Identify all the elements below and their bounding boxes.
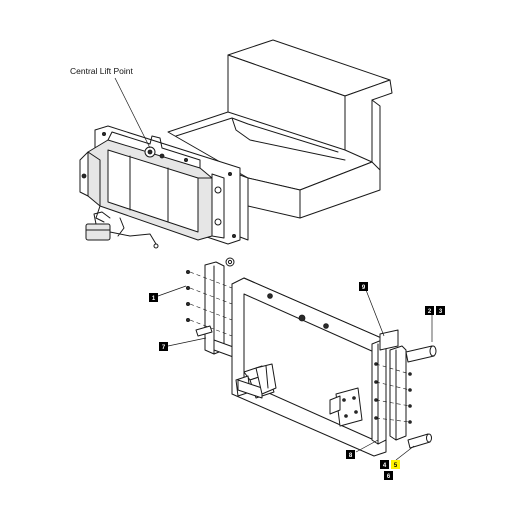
svg-text:4: 4: [383, 463, 387, 469]
svg-text:7: 7: [162, 345, 166, 351]
left-bolts: [185, 269, 233, 337]
callout-1: 1: [149, 293, 158, 302]
central-lift-point-label: Central Lift Point: [70, 66, 133, 76]
callout-8: 8: [346, 450, 355, 459]
central-lift-point-annotation: Central Lift Point: [70, 66, 151, 149]
svg-text:1: 1: [152, 296, 156, 302]
svg-text:5: 5: [394, 463, 398, 469]
callout-7: 7: [159, 342, 168, 351]
svg-text:2: 2: [428, 309, 432, 315]
callout-2: 2: [425, 306, 434, 315]
bucket-assembly: [167, 39, 393, 241]
callout-5-highlighted: 5: [391, 460, 400, 469]
svg-text:3: 3: [439, 309, 443, 315]
callout-9: 9: [359, 282, 368, 291]
svg-text:9: 9: [362, 285, 366, 291]
callout-4: 4: [380, 460, 389, 469]
callout-3: 3: [436, 306, 445, 315]
exploded-frame: [204, 257, 437, 457]
svg-text:8: 8: [349, 453, 353, 459]
svg-text:6: 6: [387, 474, 391, 480]
leader-lines: [157, 285, 433, 461]
pump-housing-assembly: [79, 125, 241, 249]
callout-6: 6: [384, 471, 393, 480]
